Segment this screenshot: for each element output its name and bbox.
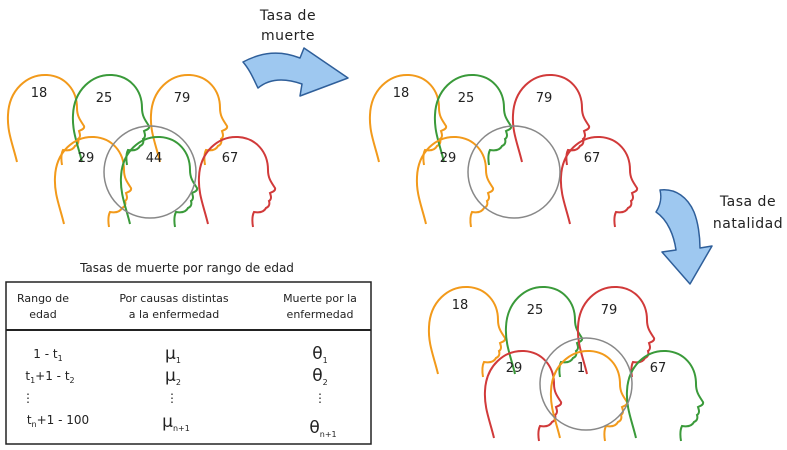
head-age-79: 79 xyxy=(511,73,591,166)
head-age-18: 18 xyxy=(368,73,448,166)
population-initial: 18 25 79 29 44 67 xyxy=(6,73,277,228)
death-rate-label-line1: Tasa de xyxy=(259,8,316,24)
head-age-67: 67 xyxy=(625,349,705,442)
arrow-shape xyxy=(242,47,349,97)
highlight-circle xyxy=(103,125,197,219)
head-age-67: 67 xyxy=(559,135,639,228)
head-age-18: 18 xyxy=(427,285,507,378)
birth-rate-arrow: Tasa de natalidad xyxy=(655,189,783,285)
header-range-line1: Rango de xyxy=(17,292,69,305)
header-disease-line1: Muerte por la xyxy=(283,292,357,305)
population-after-death: 18 25 79 29 67 xyxy=(368,73,639,228)
head-age-18: 18 xyxy=(6,73,86,166)
range-cell: 1 - t1 xyxy=(33,347,62,363)
death-rate-arrow: Tasa de muerte xyxy=(242,8,349,97)
table-row: 1 - t1 μ1 θ1 xyxy=(33,344,327,365)
theta-cell: θn+1 xyxy=(309,418,336,439)
theta-cell: θ2 xyxy=(312,366,328,387)
head-age-1: 1 xyxy=(549,349,629,442)
head-age-29: 29 xyxy=(415,135,495,228)
theta-cell: θ1 xyxy=(312,344,328,365)
arrow-shape xyxy=(655,189,713,285)
range-cell: t1+1 - t2 xyxy=(25,369,74,385)
age-label: 79 xyxy=(174,91,191,106)
head-age-79: 79 xyxy=(149,73,229,166)
header-range-line2: edad xyxy=(29,308,56,321)
range-cell: ⋮ xyxy=(22,391,34,405)
mu-cell: μ2 xyxy=(165,366,181,387)
head-age-25: 25 xyxy=(433,73,513,166)
header-disease-line2: enfermedad xyxy=(287,308,354,321)
birth-rate-label-line1: Tasa de xyxy=(719,194,776,210)
age-label: 29 xyxy=(506,361,523,376)
age-label: 44 xyxy=(146,151,163,166)
table-title: Tasas de muerte por rango de edad xyxy=(79,261,294,275)
head-age-25: 25 xyxy=(71,73,151,166)
empty-slot-circle xyxy=(467,125,561,219)
birth-rate-label-line2: natalidad xyxy=(713,216,783,232)
head-age-79: 79 xyxy=(576,285,656,378)
header-other-causes-line2: a la enfermedad xyxy=(129,308,219,321)
head-age-25: 25 xyxy=(504,285,584,378)
theta-cell: ⋮ xyxy=(314,391,326,405)
header-other-causes-line1: Por causas distintas xyxy=(119,292,229,305)
age-label: 67 xyxy=(222,151,239,166)
table-border xyxy=(5,281,372,445)
death-rate-table: Tasas de muerte por rango de edad Rango … xyxy=(5,261,372,445)
age-label: 25 xyxy=(458,91,475,106)
age-label: 18 xyxy=(31,86,48,101)
head-age-44: 44 xyxy=(119,135,199,228)
mu-cell: ⋮ xyxy=(166,391,178,405)
age-label: 25 xyxy=(96,91,113,106)
table-row: t1+1 - t2 μ2 θ2 xyxy=(25,366,327,387)
head-age-29: 29 xyxy=(53,135,133,228)
mu-cell: μ1 xyxy=(165,344,181,365)
age-label: 18 xyxy=(393,86,410,101)
mu-cell: μn+1 xyxy=(162,412,190,433)
age-label: 67 xyxy=(650,361,667,376)
age-label: 1 xyxy=(577,361,585,376)
range-cell: tn+1 - 100 xyxy=(27,413,89,429)
head-age-29: 29 xyxy=(483,349,563,442)
population-after-birth: 18 25 79 29 1 67 xyxy=(427,285,705,442)
age-label: 18 xyxy=(452,298,469,313)
death-rate-label-line2: muerte xyxy=(261,28,315,44)
table-row: ⋮ ⋮ ⋮ xyxy=(22,391,326,405)
age-label: 79 xyxy=(601,303,618,318)
age-label: 79 xyxy=(536,91,553,106)
table-row: tn+1 - 100 μn+1 θn+1 xyxy=(27,412,337,439)
age-label: 29 xyxy=(78,151,95,166)
age-label: 29 xyxy=(440,151,457,166)
newborn-circle xyxy=(539,337,633,431)
head-age-67: 67 xyxy=(197,135,277,228)
age-label: 25 xyxy=(527,303,544,318)
age-label: 67 xyxy=(584,151,601,166)
